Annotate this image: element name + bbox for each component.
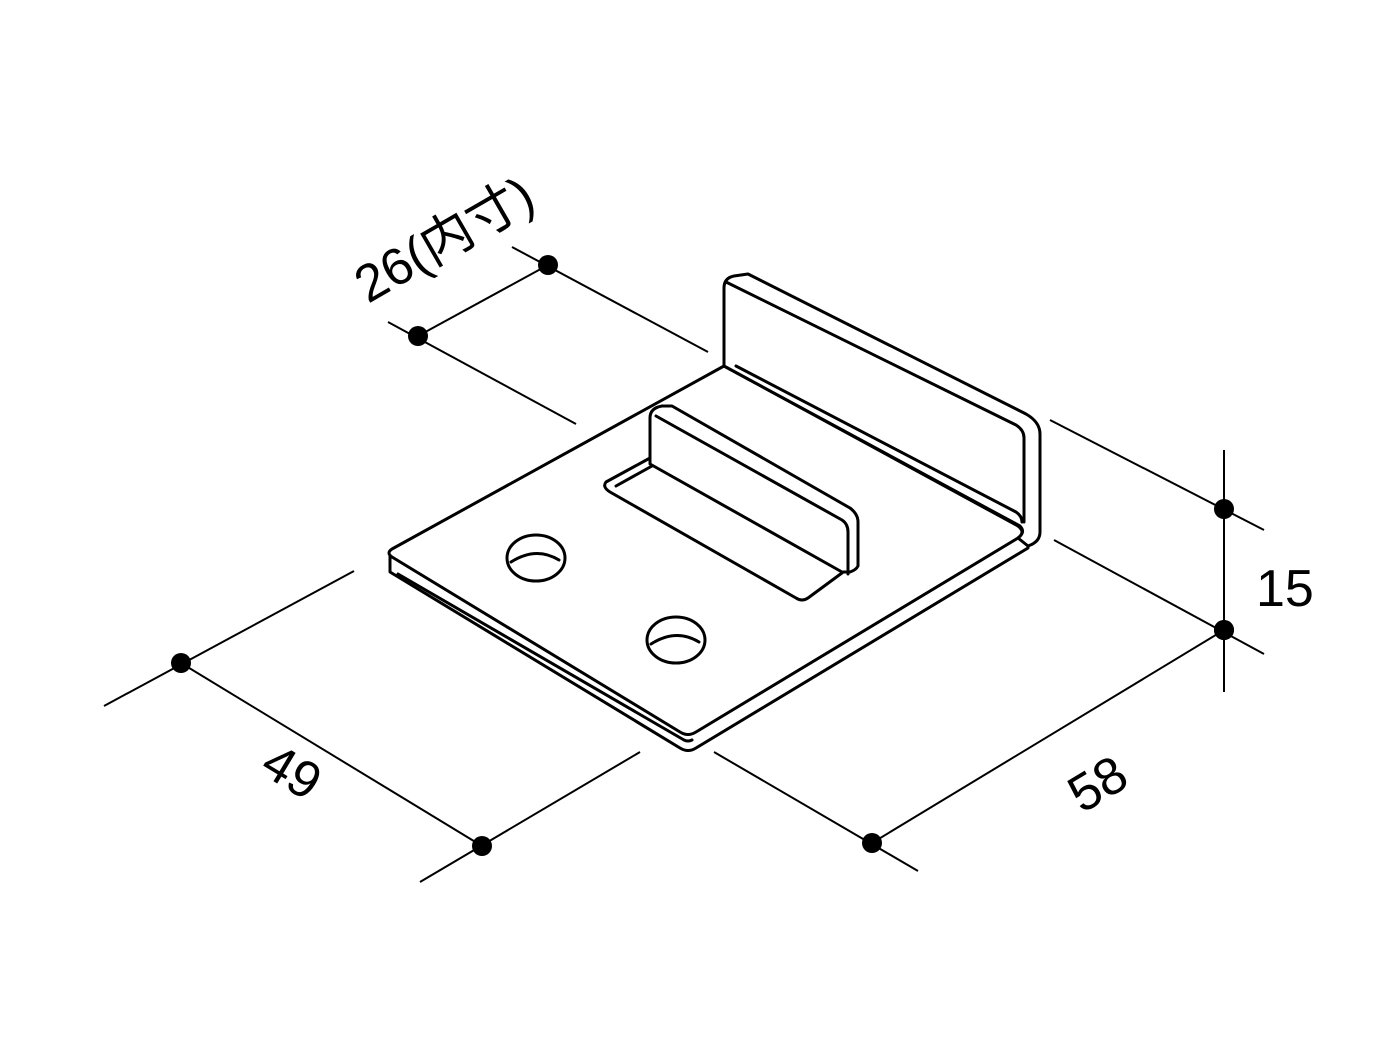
length-dot-left (862, 833, 882, 853)
height-label: 15 (1256, 560, 1314, 618)
inner-width-dot-right (538, 255, 558, 275)
raised-tab-top-edge (654, 414, 850, 576)
base-plate-thickness-front (388, 536, 1030, 752)
raised-tab (648, 404, 860, 574)
depth-ext-right (419, 751, 641, 883)
depth-dot-top (171, 653, 191, 673)
mounting-hole-upper (505, 533, 567, 583)
base-plate-thickness-inner (396, 572, 694, 743)
dimension-inner-width: 26(内寸) (345, 166, 709, 425)
height-dot-top (1214, 499, 1234, 519)
length-dim-line (871, 629, 1225, 844)
height-dot-bottom (1214, 620, 1234, 640)
length-label: 58 (1058, 745, 1137, 825)
back-flange-face (722, 272, 1042, 548)
inner-width-label: 26(内寸) (345, 166, 544, 314)
back-flange-top-edge (724, 280, 1026, 524)
slot-cutout-inner-edge (614, 464, 654, 488)
slot-cutout (603, 456, 848, 602)
length-ext-right (1053, 539, 1265, 655)
inner-width-dot-left (408, 326, 428, 346)
back-flange-bend (734, 364, 1024, 524)
depth-ext-left (103, 570, 355, 707)
dimension-height: 15 (1049, 419, 1314, 692)
bracket-part (387, 272, 1042, 752)
length-ext-left (713, 751, 919, 872)
depth-dim-line (180, 662, 483, 847)
inner-width-dim-line (417, 264, 549, 337)
depth-dot-bottom (472, 836, 492, 856)
mounting-hole-lower (645, 615, 707, 665)
depth-label: 49 (252, 733, 331, 813)
